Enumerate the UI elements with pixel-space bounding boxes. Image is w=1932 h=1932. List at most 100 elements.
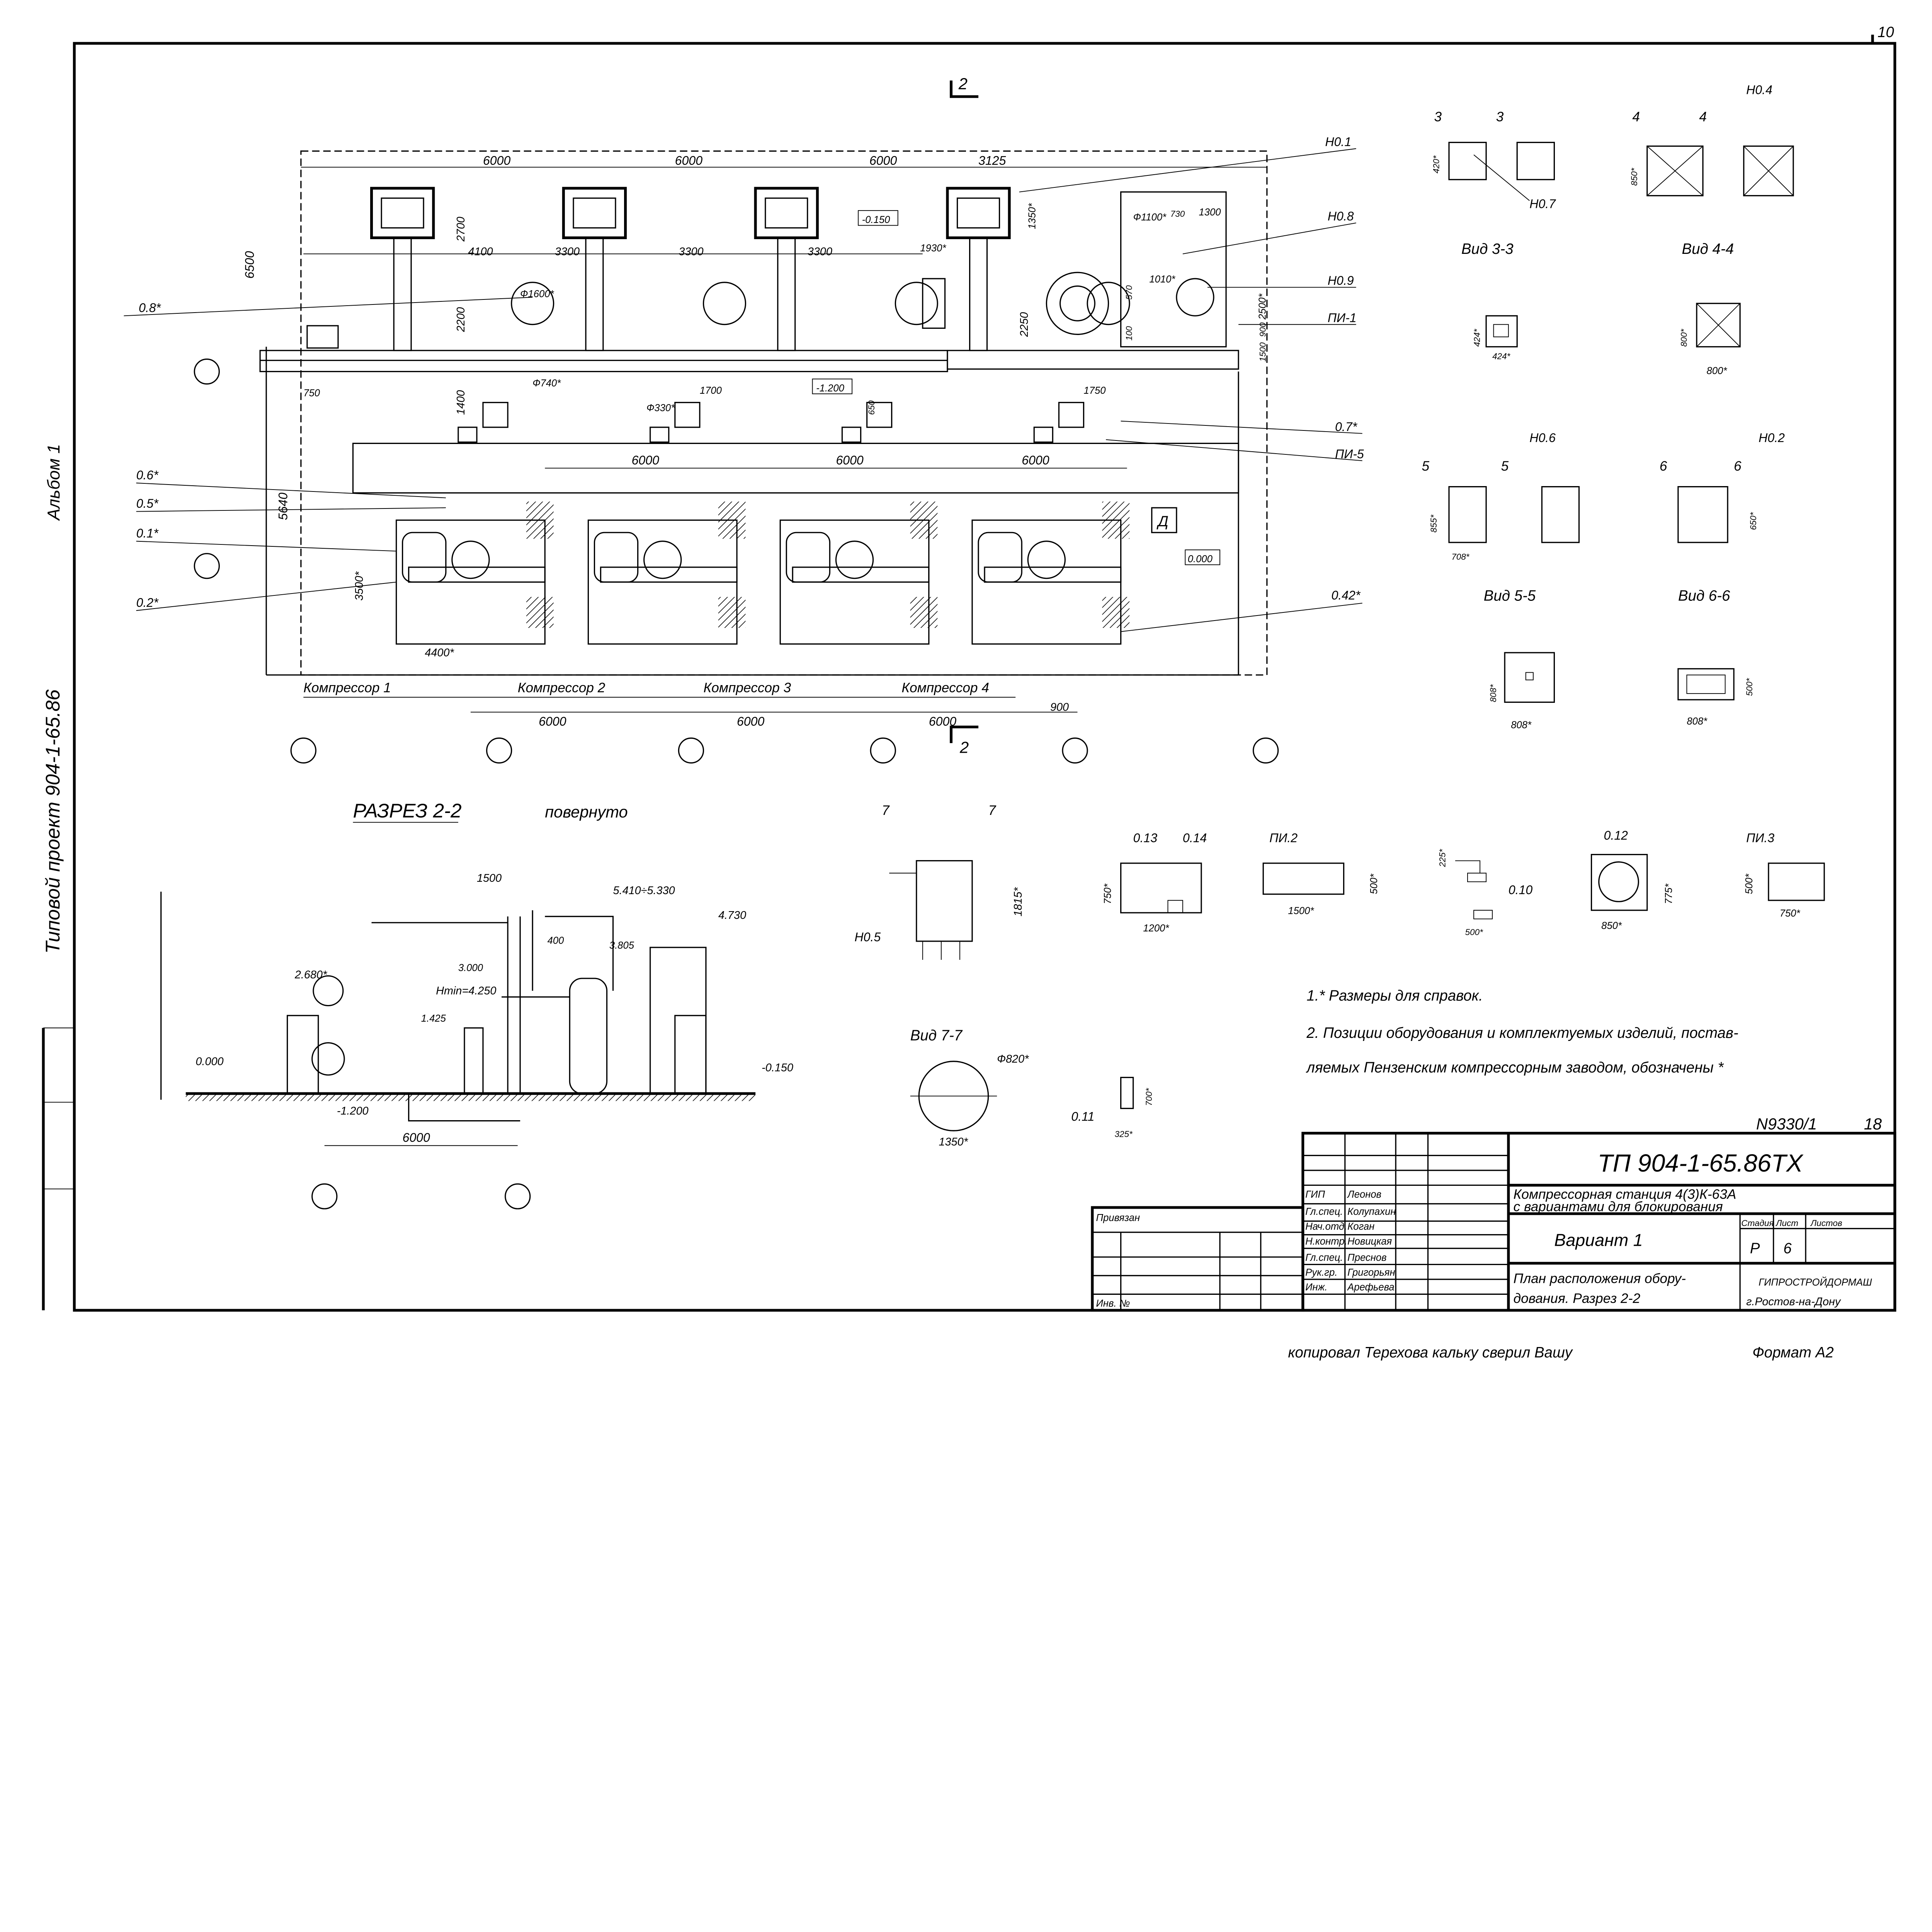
dim-1700: 1700: [700, 385, 722, 396]
archive-number: N9330/1: [1756, 1115, 1817, 1133]
note-3: ляемых Пензенским компрессорным заводом,…: [1306, 1060, 1724, 1076]
dim: 850*: [1629, 167, 1639, 185]
view-3-3: 3 3 Н0.7 420* Вид 3-3 424* 424*: [1431, 109, 1556, 361]
project-label: Типовой проект 904-1-65.86: [42, 689, 64, 954]
motor: [643, 541, 682, 579]
view-title: Вид 4-4: [1682, 241, 1734, 257]
dim-1750: 1750: [1083, 385, 1106, 396]
staff-role: Гл.спец.: [1305, 1206, 1343, 1217]
dim: 750*: [1780, 908, 1801, 919]
callout-h01: Н0.1: [1325, 135, 1351, 149]
staff-name: Леонов: [1347, 1189, 1381, 1200]
dim: 225*: [1437, 849, 1447, 867]
filter: [650, 427, 670, 443]
dim-2500: 2500*: [1257, 293, 1268, 320]
dim: 500*: [1744, 873, 1755, 894]
level-m1200: -1.200: [337, 1105, 369, 1117]
view-title: Вид 6-6: [1678, 587, 1730, 604]
section-mark-bottom: 2: [959, 738, 969, 757]
dim-6000: 6000: [539, 714, 566, 728]
view-mark: 4: [1632, 109, 1640, 124]
dim: 325*: [1115, 1129, 1133, 1139]
dim-6500: 6500: [243, 251, 257, 279]
hatched-pad: [526, 597, 554, 628]
page-number: 18: [1864, 1115, 1882, 1133]
view-tag: Н0.2: [1759, 431, 1785, 445]
view-title: Вид 5-5: [1484, 587, 1536, 604]
callout-o8: 0.8*: [139, 301, 162, 315]
dim: Ф820*: [997, 1053, 1029, 1065]
dim-6000: 6000: [1022, 453, 1049, 467]
item-label: ПИ.2: [1269, 831, 1298, 845]
dim-6000: 6000: [675, 153, 702, 167]
sheets-header: Листов: [1810, 1218, 1842, 1228]
dim: 850*: [1601, 920, 1622, 931]
dim-1400: 1400: [455, 390, 467, 415]
item-label: 0.11: [1071, 1110, 1094, 1124]
item-label: 0.13: [1133, 831, 1158, 845]
level-0000: 0.000: [196, 1055, 223, 1068]
item-label: 0.10: [1509, 883, 1533, 897]
section-title: РАЗРЕЗ 2-2: [353, 799, 461, 821]
level-3000: 3.000: [458, 963, 483, 973]
compressor-unit-3: [754, 187, 938, 645]
hatched-pad: [1102, 597, 1130, 628]
dim-1500: 1500: [477, 872, 502, 884]
staff-name: Коган: [1347, 1221, 1374, 1232]
item-label: 0.14: [1183, 831, 1207, 845]
dim: 500*: [1369, 873, 1379, 894]
view-title: Вид 3-3: [1461, 241, 1514, 257]
dim-6000: 6000: [836, 453, 863, 467]
sheet-format: Формат А2: [1752, 1344, 1833, 1361]
view-mark: 5: [1422, 459, 1429, 474]
dim: 1350*: [939, 1136, 968, 1148]
section-2-2: РАЗРЕЗ 2-2 повернуто 1500 5.410÷5.330 4.…: [160, 799, 793, 1146]
riser-pipe: [777, 237, 796, 351]
staff-role: Гл.спец.: [1305, 1252, 1343, 1263]
compressor-unit-1: [370, 187, 554, 645]
callout-o6: 0.6*: [136, 468, 159, 482]
dim-2700: 2700: [455, 217, 467, 242]
view-tag: Н0.5: [855, 930, 881, 944]
org-city: г.Ростов-на-Дону: [1746, 1296, 1841, 1308]
receiver: [895, 282, 938, 325]
receiver: [1087, 282, 1130, 325]
view-4-4: 4 4 Н0.4 850* Вид 4-4 800* 800*: [1629, 83, 1794, 376]
view-tag: Н0.7: [1529, 197, 1556, 211]
level-5410: 5.410÷5.330: [613, 884, 675, 897]
oil-separator: [482, 402, 509, 428]
compressor-unit-2: [562, 187, 747, 645]
dim: 808*: [1488, 684, 1498, 702]
callout-h09: Н0.9: [1328, 274, 1354, 287]
dim: 750*: [1102, 883, 1113, 904]
oil-separator: [866, 402, 893, 428]
cooler-inner: [573, 197, 616, 229]
dim-6000: 6000: [483, 153, 510, 167]
staff-name: Новицкая: [1347, 1236, 1392, 1247]
compressor-label-3: Компрессор 3: [704, 680, 791, 696]
dim: 700*: [1144, 1088, 1154, 1106]
dim-100: 100: [1124, 326, 1134, 340]
dim-6000: 6000: [737, 714, 764, 728]
item-label: ПИ.3: [1746, 831, 1774, 845]
view-6-6: 6 6 Н0.2 650* Вид 6-6 500* 808*: [1660, 431, 1785, 727]
filter: [457, 427, 478, 443]
note-2: 2. Позиции оборудования и комплектуемых …: [1306, 1025, 1738, 1041]
dim: 1500*: [1288, 905, 1314, 916]
dim-750: 750: [303, 388, 320, 399]
riser-pipe: [969, 237, 988, 351]
callout-o5: 0.5*: [136, 497, 159, 510]
dim-3300: 3300: [555, 245, 580, 258]
dim-2250: 2250: [1018, 312, 1031, 337]
dim-5640: 5640: [276, 493, 290, 520]
level-m0150: -0.150: [862, 214, 890, 225]
callout-h08: Н0.8: [1328, 209, 1354, 223]
level-m0150: -0.150: [762, 1061, 793, 1074]
dim-3300: 3300: [679, 245, 703, 258]
staff-role: Н.контр.: [1305, 1236, 1347, 1247]
notes: 1.* Размеры для справок. 2. Позиции обор…: [1306, 988, 1738, 1076]
plan-view: 6000 6000 6000 3125 4100 3300 3300 3300 …: [124, 75, 1364, 757]
dim: 500*: [1465, 927, 1483, 937]
level-m1200: -1.200: [816, 383, 844, 394]
filter: [841, 427, 862, 443]
